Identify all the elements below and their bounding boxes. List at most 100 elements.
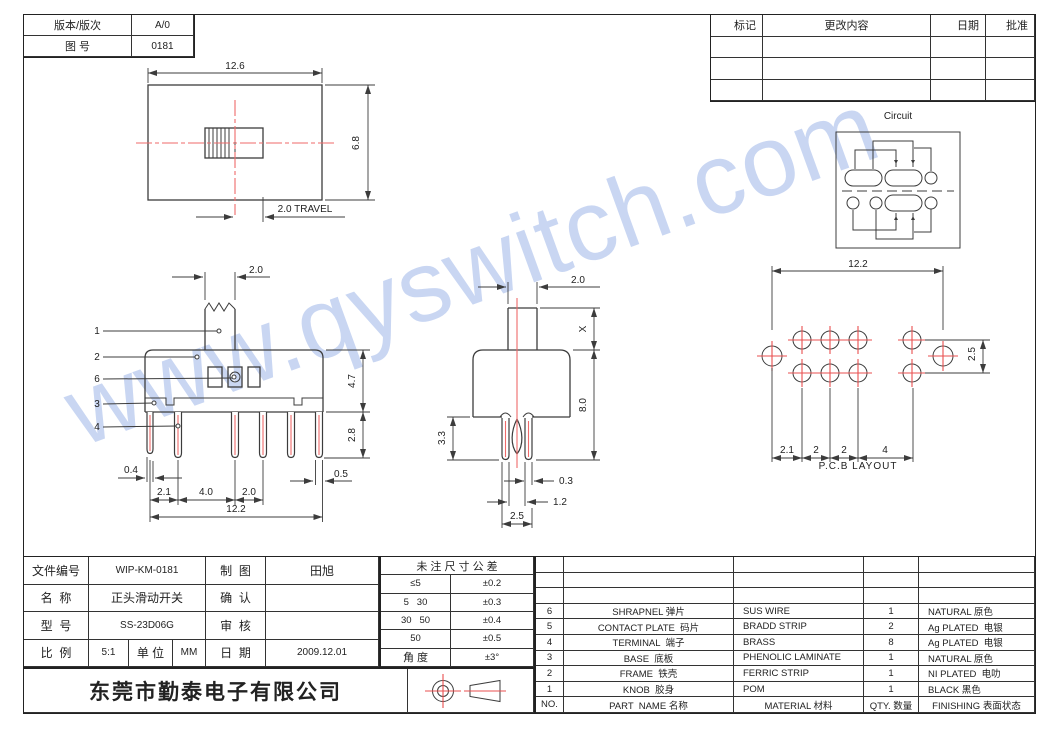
- bom-qty: 8: [864, 635, 919, 651]
- bom-empty-cell: [919, 588, 1035, 604]
- bom-empty-cell: [864, 557, 919, 573]
- dim-pcb-s3: 2: [841, 445, 847, 456]
- bom-qty: 2: [864, 619, 919, 635]
- dim-total-height: 8.0: [578, 398, 589, 412]
- confirm-value: [266, 584, 379, 612]
- review-label: 审 核: [206, 612, 266, 640]
- date-label: 日 期: [206, 639, 266, 667]
- bom-part: SHRAPNEL 弹片: [564, 603, 734, 620]
- circuit-diagram: Circuit: [835, 111, 961, 249]
- callout-6: 6: [94, 374, 100, 385]
- bom-finishing: Ag PLATED 电银: [919, 619, 1035, 635]
- bom-part: CONTACT PLATE 码片: [564, 619, 734, 635]
- revision-cell: [711, 36, 763, 58]
- dim-top-height: 6.8: [351, 136, 362, 150]
- draft-label: 制 图: [206, 557, 266, 585]
- bom-no: 1: [536, 681, 564, 698]
- top-view: 12.6 6.8 2.0 TRAVEL: [136, 61, 375, 222]
- bom-qty: 1: [864, 603, 919, 620]
- dim-travel: 2.0 TRAVEL: [278, 204, 333, 215]
- dim-wall: 0.3: [559, 476, 573, 487]
- circuit-title: Circuit: [884, 111, 913, 122]
- unit-label: 单 位: [129, 639, 173, 667]
- dim-inner-span: 1.2: [553, 497, 567, 508]
- dim-overall-width: 12.2: [226, 504, 246, 515]
- bom-empty-cell: [864, 572, 919, 589]
- tolerance-value: ±0.4: [451, 612, 534, 631]
- tolerance-table: 未 注 尺 寸 公 差 ≤5 ±0.2 5 30 ±0.3 30 50 ±0.4…: [380, 556, 535, 668]
- tolerance-range: ≤5: [381, 575, 451, 594]
- bom-empty-cell: [734, 572, 864, 589]
- pcb-layout: 12.2 2.5 2.1 2 2 4 P.C.B LAYOUT: [757, 259, 990, 472]
- bom-no: 4: [536, 635, 564, 651]
- revision-cell: [711, 79, 763, 101]
- title-block: 文件编号 WIP-KM-0181 制 图 田旭 名 称 正头滑动开关 确 认 型…: [23, 556, 380, 668]
- tolerance-range: 5 30: [381, 593, 451, 612]
- bom-part: TERMINAL 端子: [564, 635, 734, 651]
- dim-pcb-row-pitch: 2.5: [967, 347, 978, 361]
- front-view: 1 2 6 3 4 2.0 4.7 2.8 0.4: [94, 265, 370, 522]
- bom-finishing: Ag PLATED 电银: [919, 635, 1035, 651]
- dim-pcb-overall: 12.2: [848, 259, 868, 270]
- bom-qty: 1: [864, 681, 919, 698]
- bom-empty-cell: [536, 557, 564, 573]
- revision-header-date: 日期: [931, 15, 986, 37]
- tolerance-value: ±0.3: [451, 593, 534, 612]
- bom-header-qty: QTY. 数量: [864, 697, 919, 713]
- revision-cell: [763, 58, 931, 80]
- dim-pcb-s1: 2.1: [780, 445, 794, 456]
- dim-pitch3: 2.0: [242, 487, 256, 498]
- bom-material: POM: [734, 681, 864, 698]
- callout-1: 1: [94, 326, 100, 337]
- bom-material: SUS WIRE: [734, 603, 864, 620]
- callout-2: 2: [94, 352, 100, 363]
- dim-outer-span: 2.5: [510, 511, 524, 522]
- revision-cell: [931, 36, 986, 58]
- projection-symbol-cell: [408, 669, 534, 713]
- date-value: 2009.12.01: [266, 639, 379, 667]
- scale-value: 5:1: [89, 639, 129, 667]
- tolerance-angle-value: ±3°: [451, 648, 534, 667]
- revision-cell: [986, 36, 1035, 58]
- bom-part: BASE 底板: [564, 650, 734, 667]
- tolerance-value: ±0.5: [451, 630, 534, 649]
- bom-header-finishing: FINISHING 表面状态: [919, 697, 1035, 713]
- bom-empty-cell: [564, 588, 734, 604]
- drawing-no-value: 0181: [132, 36, 194, 57]
- bom-finishing: BLACK 黑色: [919, 681, 1035, 698]
- tolerance-title: 未 注 尺 寸 公 差: [381, 557, 534, 576]
- bom-no: 5: [536, 619, 564, 635]
- dim-top-width: 12.6: [225, 61, 245, 72]
- bom-empty-cell: [734, 557, 864, 573]
- bom-empty-cell: [536, 588, 564, 604]
- bom-empty-cell: [564, 557, 734, 573]
- bom-no: 2: [536, 666, 564, 682]
- side-view: 2.0 X 8.0 3.3 0.3 1.2 2.5: [437, 275, 600, 528]
- bom-finishing: NATURAL 原色: [919, 650, 1035, 667]
- name-value: 正头滑动开关: [89, 584, 206, 612]
- bom-header-part: PART NAME 名称: [564, 697, 734, 713]
- bom-qty: 1: [864, 666, 919, 682]
- pcb-layout-label: P.C.B LAYOUT: [819, 461, 898, 472]
- file-no-value: WIP-KM-0181: [89, 557, 206, 585]
- confirm-label: 确 认: [206, 584, 266, 612]
- tolerance-range: 30 50: [381, 612, 451, 631]
- revision-cell: [986, 58, 1035, 80]
- bom-finishing: NATURAL 原色: [919, 603, 1035, 620]
- bom-header-material: MATERIAL 材料: [734, 697, 864, 713]
- revision-cell: [763, 79, 931, 101]
- tolerance-range: 50: [381, 630, 451, 649]
- company-block: 东莞市勤泰电子有限公司: [23, 668, 535, 714]
- dim-pitch2: 4.0: [199, 487, 213, 498]
- bom-material: FERRIC STRIP: [734, 666, 864, 682]
- revision-header-content: 更改内容: [763, 15, 931, 37]
- revision-cell: [711, 58, 763, 80]
- name-label: 名 称: [24, 584, 89, 612]
- scale-label: 比 例: [24, 639, 89, 667]
- revision-header-approve: 批准: [986, 15, 1035, 37]
- dim-knob-height: X: [578, 325, 589, 332]
- bom-material: BRASS: [734, 635, 864, 651]
- file-no-label: 文件编号: [24, 557, 89, 585]
- bom-finishing: NI PLATED 电叻: [919, 666, 1035, 682]
